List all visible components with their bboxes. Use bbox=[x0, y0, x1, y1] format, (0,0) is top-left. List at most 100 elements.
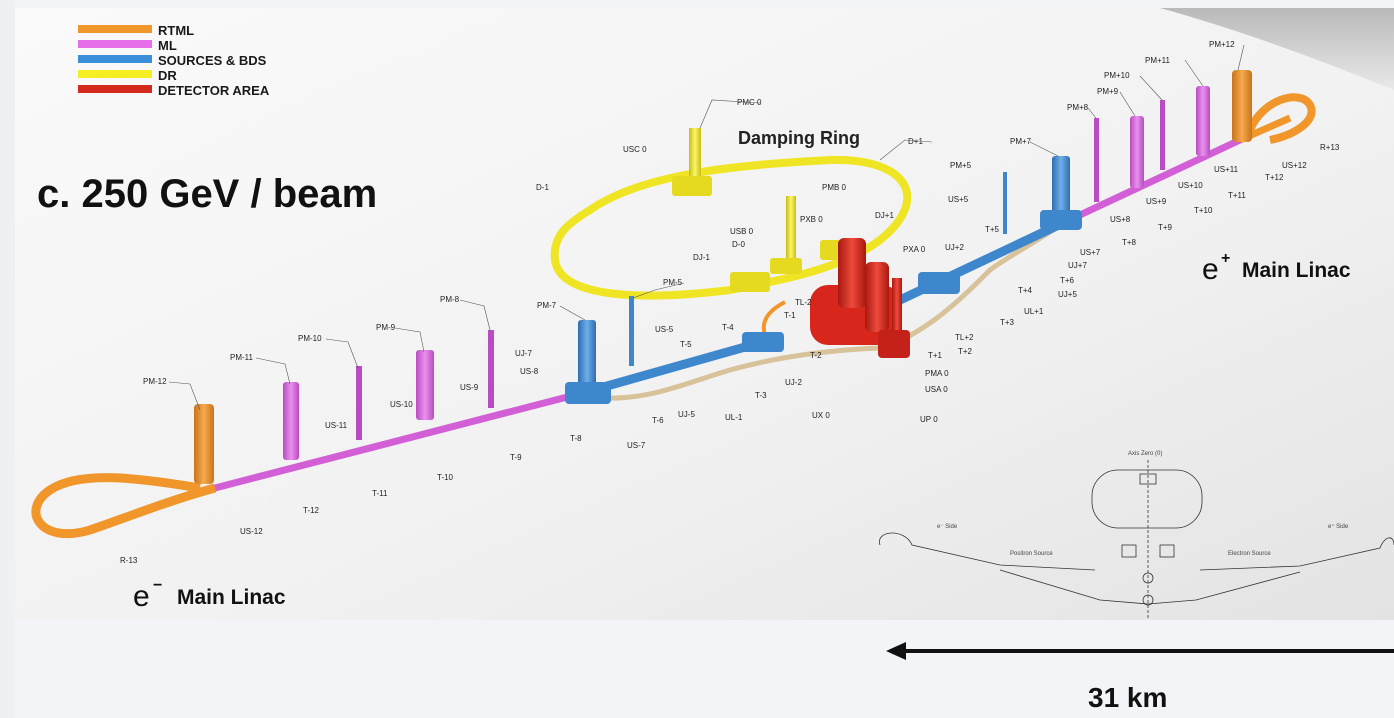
label-tl-minus-2: TL-2 bbox=[795, 298, 812, 307]
service-tunnel-left bbox=[599, 345, 881, 401]
shaft-pm-plus-10 bbox=[1160, 100, 1165, 170]
label-t-plus-6: T+6 bbox=[1060, 276, 1075, 285]
label-pm-plus-11: PM+11 bbox=[1145, 56, 1171, 65]
e-minus-main-linac-label: e − Main Linac bbox=[133, 577, 286, 613]
label-pm-minus-9: PM-9 bbox=[376, 323, 396, 332]
label-usc-0: USC 0 bbox=[623, 145, 647, 154]
label-pm-plus-8: PM+8 bbox=[1067, 103, 1089, 112]
e-minus-rtml-loop bbox=[31, 473, 217, 539]
label-uj-plus-5: UJ+5 bbox=[1058, 290, 1077, 299]
shaft-pm-minus-8 bbox=[488, 330, 494, 408]
e-plus-superscript: + bbox=[1221, 250, 1230, 267]
label-t-minus-4: T-4 bbox=[722, 323, 734, 332]
label-pm-plus-7: PM+7 bbox=[1010, 137, 1032, 146]
legend-label-sources-bds: SOURCES & BDS bbox=[158, 53, 267, 68]
label-t-minus-5: T-5 bbox=[680, 340, 692, 349]
label-uj-plus-7: UJ+7 bbox=[1068, 261, 1087, 270]
inset-electron-source: Electron Source bbox=[1228, 551, 1271, 557]
label-us-plus-7: US+7 bbox=[1080, 248, 1101, 257]
legend-label-detector-area: DETECTOR AREA bbox=[158, 83, 270, 98]
label-dj-minus-1: DJ-1 bbox=[693, 253, 710, 262]
shaft-pm-minus-12 bbox=[194, 404, 214, 484]
label-pm-plus-12: PM+12 bbox=[1209, 40, 1235, 49]
inset-positron-source: Positron Source bbox=[1010, 551, 1053, 557]
label-t-plus-10: T+10 bbox=[1194, 206, 1213, 215]
label-usa-0: USA 0 bbox=[925, 385, 948, 394]
label-pm-minus-10: PM-10 bbox=[298, 334, 322, 343]
label-t-minus-10: T-10 bbox=[437, 473, 454, 482]
legend-swatch-ml bbox=[78, 40, 152, 48]
label-t-plus-1: T+1 bbox=[928, 351, 943, 360]
label-us-minus-5: US-5 bbox=[655, 325, 674, 334]
label-us-plus-5: US+5 bbox=[948, 195, 969, 204]
label-t-minus-2: T-2 bbox=[810, 351, 822, 360]
label-t-minus-12: T-12 bbox=[303, 506, 320, 515]
label-t-plus-9: T+9 bbox=[1158, 223, 1173, 232]
legend-swatch-dr bbox=[78, 70, 152, 78]
legend: RTML ML SOURCES & BDS DR DETECTOR AREA bbox=[78, 23, 270, 98]
label-pxa-0: PXA 0 bbox=[903, 245, 926, 254]
e-plus-main-linac-tunnel bbox=[1061, 136, 1244, 226]
cavern-us-plus-7 bbox=[1040, 210, 1082, 230]
label-us-plus-8: US+8 bbox=[1110, 215, 1131, 224]
label-t-plus-8: T+8 bbox=[1122, 238, 1137, 247]
shaft-pmc-0 bbox=[689, 128, 701, 183]
label-t-minus-6: T-6 bbox=[652, 416, 664, 425]
cavern-uj-minus-2 bbox=[742, 332, 784, 352]
label-pxb-0: PXB 0 bbox=[800, 215, 823, 224]
e-minus-main-linac-tunnel bbox=[211, 391, 579, 492]
label-d-plus-1: D+1 bbox=[908, 137, 923, 146]
label-ul-minus-1: UL-1 bbox=[725, 413, 743, 422]
shaft-pm-plus-7 bbox=[1052, 156, 1070, 220]
legend-label-ml: ML bbox=[158, 38, 177, 53]
label-usb-0: USB 0 bbox=[730, 227, 754, 236]
e-plus-shafts bbox=[918, 70, 1252, 294]
shaft-pm-minus-5 bbox=[629, 296, 634, 366]
shaft-pmb-0 bbox=[786, 196, 796, 264]
shaft-pm-minus-10 bbox=[356, 366, 362, 440]
inset-e-plus-side: e⁺ Side bbox=[1328, 523, 1349, 530]
shaft-pm-plus-12 bbox=[1232, 70, 1252, 142]
label-t-plus-11: T+11 bbox=[1228, 191, 1246, 200]
label-pm-minus-7: PM-7 bbox=[537, 301, 557, 310]
inset-e-minus-side: e⁻ Side bbox=[937, 524, 958, 530]
e-plus-symbol: e bbox=[1202, 253, 1219, 286]
label-us-plus-9: US+9 bbox=[1146, 197, 1167, 206]
label-us-minus-11: US-11 bbox=[325, 421, 348, 430]
scale-bar-label: 31 km bbox=[1088, 682, 1167, 713]
label-pm-plus-5: PM+5 bbox=[950, 161, 972, 170]
scale-bar-arrowhead-icon bbox=[886, 642, 906, 660]
e-minus-superscript: − bbox=[153, 577, 162, 594]
label-t-minus-3: T-3 bbox=[755, 391, 767, 400]
e-plus-main-linac-label: e + Main Linac bbox=[1202, 250, 1351, 286]
label-pm-minus-8: PM-8 bbox=[440, 295, 460, 304]
legend-swatch-rtml bbox=[78, 25, 152, 33]
energy-title: c. 250 GeV / beam bbox=[37, 172, 377, 216]
label-us-minus-7: US-7 bbox=[627, 441, 646, 450]
label-r-plus-13: R+13 bbox=[1320, 143, 1340, 152]
damping-ring-title: Damping Ring bbox=[738, 128, 860, 148]
e-minus-shafts bbox=[194, 296, 784, 484]
cavern-usc-0 bbox=[672, 176, 712, 196]
legend-swatch-detector-area bbox=[78, 85, 152, 93]
label-r-minus-13: R-13 bbox=[120, 556, 138, 565]
label-t-minus-11: T-11 bbox=[372, 489, 388, 498]
shaft-pxa-0 bbox=[865, 262, 889, 332]
label-us-plus-11: US+11 bbox=[1214, 165, 1239, 174]
label-t-plus-5: T+5 bbox=[985, 225, 1000, 234]
label-pm-plus-10: PM+10 bbox=[1104, 71, 1130, 80]
shaft-pm-minus-9 bbox=[416, 350, 434, 420]
label-pm-minus-5: PM-5 bbox=[663, 278, 683, 287]
label-t-minus-8: T-8 bbox=[570, 434, 582, 443]
shaft-pxb-0 bbox=[838, 238, 866, 308]
label-ux-0: UX 0 bbox=[812, 411, 830, 420]
shaft-pm-plus-5 bbox=[1003, 172, 1007, 234]
label-pm-plus-9: PM+9 bbox=[1097, 87, 1119, 96]
cavern-usa-0 bbox=[878, 330, 910, 358]
label-us-minus-10: US-10 bbox=[390, 400, 413, 409]
label-t-plus-3: T+3 bbox=[1000, 318, 1015, 327]
label-tl-plus-2: TL+2 bbox=[955, 333, 974, 342]
cavern-uj-plus-2 bbox=[918, 272, 960, 294]
label-us-plus-10: US+10 bbox=[1178, 181, 1203, 190]
